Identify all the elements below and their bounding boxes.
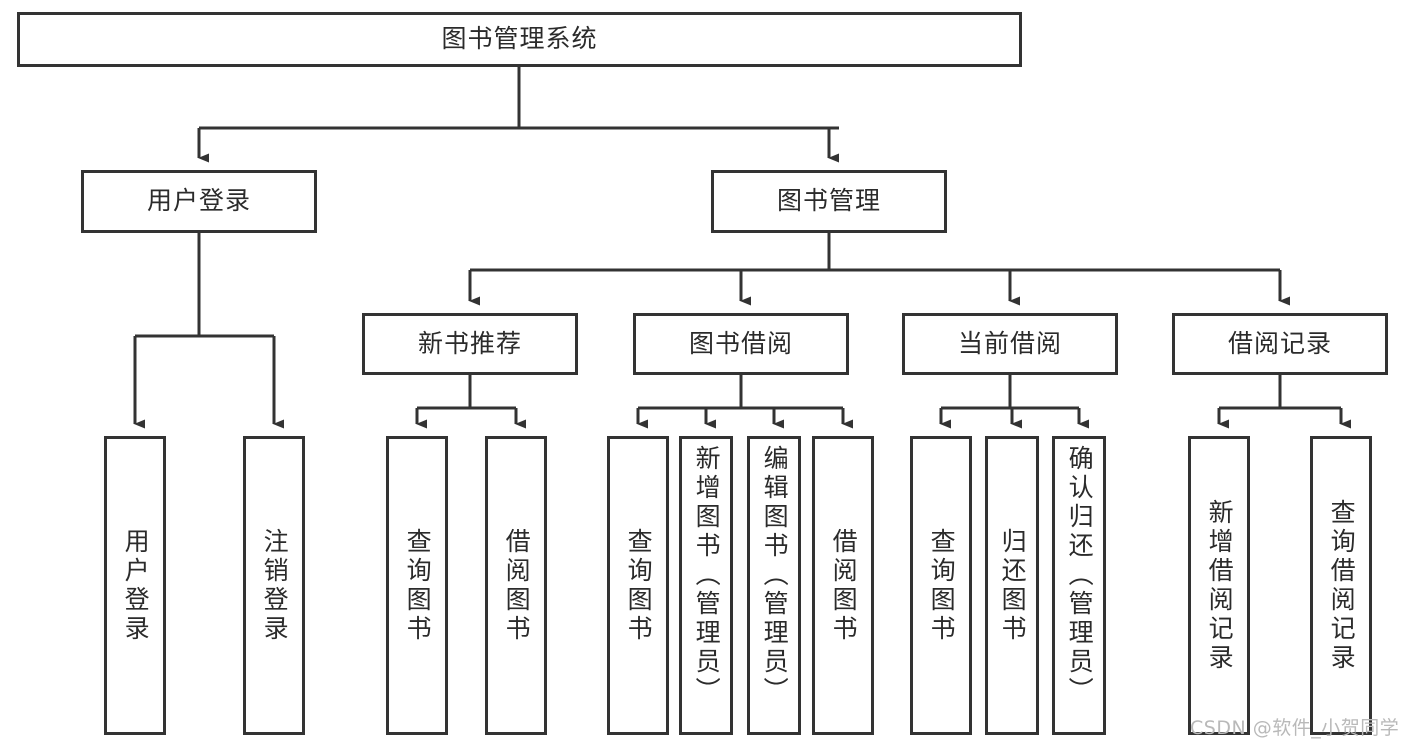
- leaf-query-book-borrow-label: 查询图书: [624, 527, 654, 644]
- leaf-confirm-return-admin-label: 确认归还（管理员）: [1065, 445, 1095, 706]
- leaf-return-book-label: 归还图书: [998, 527, 1028, 644]
- leaf-user-login-label: 用户登录: [121, 527, 151, 644]
- leaf-confirm-return-admin[interactable]: 确认归还（管理员）: [1052, 436, 1106, 735]
- node-current-borrow[interactable]: 当前借阅: [902, 313, 1118, 375]
- leaf-add-book-admin-label: 新增图书（管理员）: [692, 445, 722, 706]
- node-book-management-label: 图书管理: [776, 186, 881, 216]
- node-root-label: 图书管理系统: [441, 24, 598, 54]
- leaf-query-book-borrow[interactable]: 查询图书: [607, 436, 669, 735]
- node-root[interactable]: 图书管理系统: [17, 12, 1022, 67]
- leaf-borrow-book-recommend-label: 借阅图书: [502, 527, 532, 644]
- leaf-return-book[interactable]: 归还图书: [985, 436, 1039, 735]
- leaf-borrow-book-recommend[interactable]: 借阅图书: [485, 436, 547, 735]
- watermark: CSDN @软件_小贺同学: [1190, 717, 1400, 739]
- leaf-user-login[interactable]: 用户登录: [104, 436, 166, 735]
- leaf-query-borrow-record-label: 查询借阅记录: [1327, 498, 1357, 673]
- node-user-login[interactable]: 用户登录: [81, 170, 317, 233]
- node-book-borrow[interactable]: 图书借阅: [633, 313, 849, 375]
- leaf-query-book-current-label: 查询图书: [927, 527, 957, 644]
- leaf-add-book-admin[interactable]: 新增图书（管理员）: [679, 436, 733, 735]
- leaf-query-book-recommend[interactable]: 查询图书: [386, 436, 448, 735]
- leaf-query-book-recommend-label: 查询图书: [403, 527, 433, 644]
- leaf-logout-label: 注销登录: [260, 527, 290, 644]
- node-new-book-recommend-label: 新书推荐: [417, 328, 522, 358]
- leaf-query-book-current[interactable]: 查询图书: [910, 436, 972, 735]
- leaf-logout[interactable]: 注销登录: [243, 436, 305, 735]
- leaf-add-borrow-record-label: 新增借阅记录: [1205, 498, 1235, 673]
- node-book-management[interactable]: 图书管理: [711, 170, 947, 233]
- node-borrow-record[interactable]: 借阅记录: [1172, 313, 1388, 375]
- leaf-borrow-book-label: 借阅图书: [829, 527, 859, 644]
- leaf-borrow-book[interactable]: 借阅图书: [812, 436, 874, 735]
- leaf-edit-book-admin-label: 编辑图书（管理员）: [760, 445, 790, 706]
- node-current-borrow-label: 当前借阅: [957, 328, 1062, 358]
- node-borrow-record-label: 借阅记录: [1227, 328, 1332, 358]
- node-new-book-recommend[interactable]: 新书推荐: [362, 313, 578, 375]
- leaf-add-borrow-record[interactable]: 新增借阅记录: [1188, 436, 1250, 735]
- leaf-query-borrow-record[interactable]: 查询借阅记录: [1310, 436, 1372, 735]
- node-user-login-label: 用户登录: [146, 186, 251, 216]
- node-book-borrow-label: 图书借阅: [688, 328, 793, 358]
- leaf-edit-book-admin[interactable]: 编辑图书（管理员）: [747, 436, 801, 735]
